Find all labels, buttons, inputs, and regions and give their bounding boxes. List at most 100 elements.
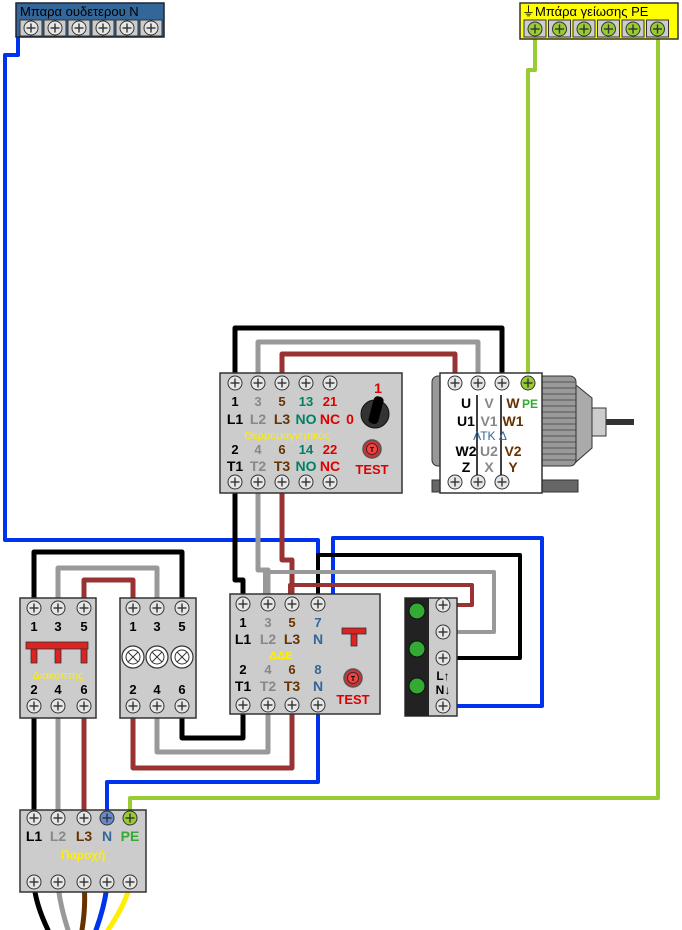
motor-top-terminal[interactable] bbox=[494, 375, 510, 391]
rcd-bottom-terminal[interactable] bbox=[310, 697, 326, 713]
supply-top-terminal[interactable] bbox=[122, 810, 138, 826]
breaker-bottom-number: 4 bbox=[254, 442, 262, 457]
pilot-light-terminal[interactable] bbox=[435, 650, 451, 666]
fuse-bottom-terminal[interactable] bbox=[125, 698, 141, 714]
supply-bottom-terminal[interactable] bbox=[26, 874, 42, 890]
supply-bottom-terminal[interactable] bbox=[122, 874, 138, 890]
breaker-bottom-number: 14 bbox=[299, 442, 314, 457]
switch-levers[interactable] bbox=[25, 641, 89, 664]
supply-label: L3 bbox=[76, 828, 93, 844]
motor-pe-terminal[interactable] bbox=[520, 375, 536, 391]
neutral-bar-terminal[interactable] bbox=[119, 20, 135, 36]
pilot-light-terminal[interactable] bbox=[435, 698, 451, 714]
neutral-bar-terminal[interactable] bbox=[143, 20, 159, 36]
switch-lever[interactable] bbox=[54, 648, 62, 664]
breaker-top-label: L2 bbox=[250, 411, 267, 427]
motor-top-terminal[interactable] bbox=[447, 375, 463, 391]
breaker-rotary-switch[interactable] bbox=[360, 395, 390, 429]
breaker-test-button[interactable]: T bbox=[362, 439, 382, 459]
switch-bottom-terminal[interactable] bbox=[76, 698, 92, 714]
neutral-bar-terminal[interactable] bbox=[71, 20, 87, 36]
breaker-bottom-terminal[interactable] bbox=[227, 474, 243, 490]
breaker-bottom-terminal[interactable] bbox=[274, 474, 290, 490]
motor-bottom-terminal[interactable] bbox=[494, 474, 510, 490]
earth-bar-terminals bbox=[523, 19, 669, 38]
motor-top-terminal[interactable] bbox=[470, 375, 486, 391]
rcd-top-label: N bbox=[313, 631, 323, 647]
fuse-bottom-terminal[interactable] bbox=[174, 698, 190, 714]
supply-top-terminal[interactable] bbox=[99, 810, 115, 826]
fuse-bottom-terminal[interactable] bbox=[149, 698, 165, 714]
earth-bar-terminal[interactable] bbox=[625, 21, 641, 37]
switch-top-terminal[interactable] bbox=[50, 600, 66, 616]
supply-top-terminal[interactable] bbox=[26, 810, 42, 826]
neutral-bar-terminal[interactable] bbox=[23, 20, 39, 36]
earth-bar-terminal[interactable] bbox=[527, 21, 543, 37]
neutral-bar-terminal[interactable] bbox=[47, 20, 63, 36]
supply-top-terminal[interactable] bbox=[50, 810, 66, 826]
rcd-lever[interactable] bbox=[341, 627, 367, 647]
switch-lever[interactable] bbox=[80, 648, 88, 664]
motor-label-pe: PE bbox=[522, 397, 538, 411]
switch-top-terminal[interactable] bbox=[26, 600, 42, 616]
rcd-top-terminal[interactable] bbox=[235, 596, 251, 612]
pilot-light-terminal[interactable] bbox=[435, 597, 451, 613]
fuse-top-terminal[interactable] bbox=[125, 600, 141, 616]
breaker-top-terminal[interactable] bbox=[227, 375, 243, 391]
rcd-top-terminal[interactable] bbox=[310, 596, 326, 612]
rcd-bottom-terminal[interactable] bbox=[284, 697, 300, 713]
motor-bottom-terminals bbox=[447, 474, 510, 490]
rcd-bottom-terminal[interactable] bbox=[235, 697, 251, 713]
rcd-top-number: 1 bbox=[239, 615, 246, 630]
wire-grey-switch-fuses bbox=[55, 565, 160, 605]
rcd-bottom-label: T2 bbox=[260, 678, 277, 694]
rcd-test-button[interactable]: T bbox=[343, 668, 363, 688]
earth-bar-terminal[interactable] bbox=[576, 21, 592, 37]
motor-label-row2: V1 bbox=[480, 413, 497, 429]
switch-bottom-terminal[interactable] bbox=[50, 698, 66, 714]
motor-bottom-terminal[interactable] bbox=[470, 474, 486, 490]
wire-black-switch-fuses bbox=[31, 549, 185, 605]
rcd-top-terminal[interactable] bbox=[260, 596, 276, 612]
neutral-bar-terminal[interactable] bbox=[95, 20, 111, 36]
switch-bottom-number: 2 bbox=[30, 682, 37, 697]
earth-bar-terminal[interactable] bbox=[600, 21, 617, 37]
earth-bar-terminal[interactable] bbox=[551, 21, 568, 37]
switch-bottom-terminal[interactable] bbox=[26, 698, 42, 714]
motor-bottom-terminal[interactable] bbox=[447, 474, 463, 490]
supply-top-terminal[interactable] bbox=[76, 810, 92, 826]
breaker-bottom-terminal[interactable] bbox=[250, 474, 266, 490]
switch-lever[interactable] bbox=[30, 648, 38, 664]
fuse-top-terminal[interactable] bbox=[149, 600, 165, 616]
breaker-top-terminal[interactable] bbox=[322, 375, 338, 391]
switch-top-terminal[interactable] bbox=[76, 600, 92, 616]
breaker-bottom-terminal[interactable] bbox=[298, 474, 314, 490]
supply-bottom-terminal[interactable] bbox=[76, 874, 92, 890]
rcd-bottom-terminal[interactable] bbox=[260, 697, 276, 713]
wire-brown-fuses-rcd bbox=[130, 703, 295, 771]
supply-bottom-terminal[interactable] bbox=[50, 874, 66, 890]
supply-bottom-terminal[interactable] bbox=[99, 874, 115, 890]
breaker-top-terminal[interactable] bbox=[250, 375, 266, 391]
supply-label: L2 bbox=[50, 828, 67, 844]
switch-handle-bar[interactable] bbox=[25, 641, 89, 650]
fuse-top-terminal[interactable] bbox=[174, 600, 190, 616]
rcd-top-terminal[interactable] bbox=[284, 596, 300, 612]
wire-l1-breaker-rcd bbox=[232, 479, 246, 605]
breaker-top-number: 5 bbox=[278, 394, 285, 409]
breaker-bottom-terminal[interactable] bbox=[322, 474, 338, 490]
pilot-light-terminal[interactable] bbox=[435, 624, 451, 640]
switch-top-terminals bbox=[26, 600, 92, 616]
earth-bar-terminal[interactable] bbox=[649, 21, 666, 37]
fuse-bottom-number: 2 bbox=[129, 682, 136, 697]
wire-l1-breaker-motor-w bbox=[232, 325, 505, 388]
breaker-top-terminal[interactable] bbox=[274, 375, 290, 391]
breaker-top-number: 13 bbox=[299, 394, 313, 409]
breaker-test-label: TEST bbox=[355, 462, 388, 477]
rcd-bottom-label: T1 bbox=[235, 678, 252, 694]
breaker-top-terminal[interactable] bbox=[298, 375, 314, 391]
